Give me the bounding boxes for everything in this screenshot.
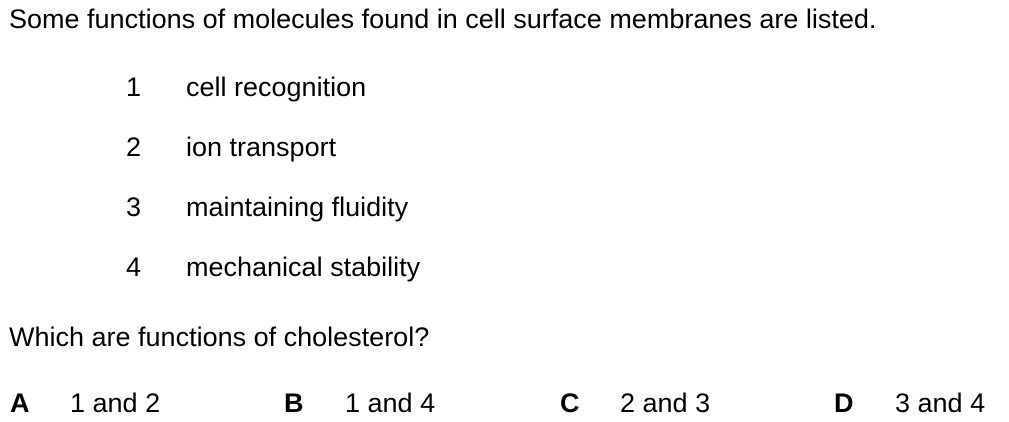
option-b[interactable]: B 1 and 4 bbox=[284, 388, 435, 419]
list-item-text: ion transport bbox=[186, 132, 337, 162]
option-text: 1 and 2 bbox=[70, 388, 161, 418]
intro-text: Some functions of molecules found in cel… bbox=[9, 4, 877, 34]
option-text: 2 and 3 bbox=[620, 388, 711, 418]
list-item-number: 1 bbox=[126, 72, 142, 102]
list-item-number: 4 bbox=[126, 252, 142, 282]
list-item-text: cell recognition bbox=[186, 72, 367, 102]
option-text: 3 and 4 bbox=[895, 388, 986, 418]
list-item-number: 2 bbox=[126, 132, 142, 162]
option-text: 1 and 4 bbox=[345, 388, 436, 418]
option-letter: D bbox=[834, 388, 854, 418]
list-item-number: 3 bbox=[126, 192, 142, 222]
option-letter: C bbox=[560, 388, 580, 418]
list-item-text: mechanical stability bbox=[186, 252, 421, 282]
option-a[interactable]: A 1 and 2 bbox=[10, 388, 160, 419]
option-letter: B bbox=[284, 388, 304, 418]
option-d[interactable]: D 3 and 4 bbox=[834, 388, 985, 419]
question-text: Which are functions of cholesterol? bbox=[9, 322, 430, 352]
list-item-text: maintaining fluidity bbox=[186, 192, 409, 222]
option-c[interactable]: C 2 and 3 bbox=[560, 388, 710, 419]
option-letter: A bbox=[10, 388, 30, 418]
